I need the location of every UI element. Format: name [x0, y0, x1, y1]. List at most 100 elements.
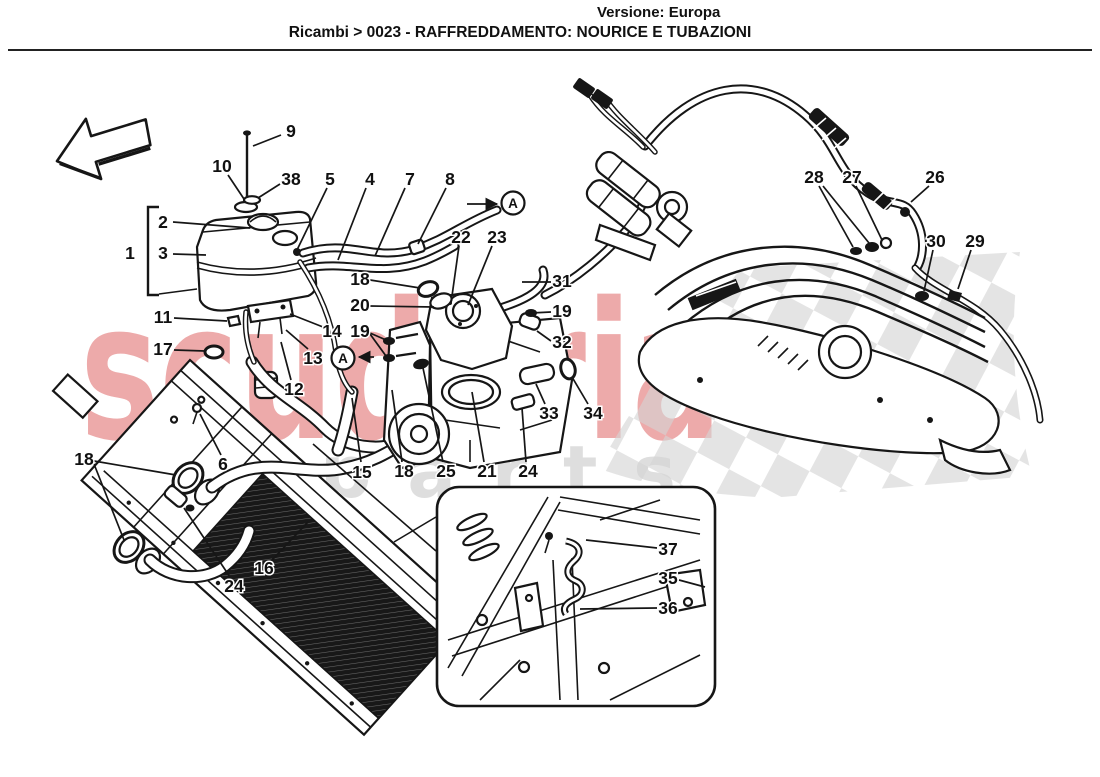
detail-marker-label: A: [338, 351, 348, 366]
detail-marker-label: A: [508, 196, 518, 211]
callout-14: 14: [322, 321, 342, 341]
leader-line: [93, 463, 125, 541]
page-version: Versione: Europa: [597, 4, 721, 21]
callout-9: 9: [286, 121, 296, 141]
leader-line: [678, 579, 706, 588]
callout-3: 3: [158, 243, 168, 263]
callout-21: 21: [477, 461, 497, 481]
leader-line: [923, 249, 934, 292]
callout-4: 4: [365, 169, 375, 189]
detail-marker-circle: [500, 190, 526, 216]
callout-19: 19: [350, 321, 370, 341]
callout-26: 26: [925, 167, 945, 187]
radiator-drawing: [51, 358, 474, 737]
callout-28: 28: [804, 167, 824, 187]
callout-5: 5: [325, 169, 335, 189]
leader-line: [535, 383, 546, 405]
expansion-tank-drawing: [195, 130, 318, 400]
callout-25: 25: [436, 461, 456, 481]
leader-line: [471, 391, 485, 463]
callout-22: 22: [451, 227, 471, 247]
callout-1: 1: [125, 243, 135, 263]
detail-marker-circle: [330, 345, 356, 371]
callout-15: 15: [352, 462, 372, 482]
leader-line: [296, 187, 328, 251]
callout-17: 17: [153, 339, 172, 359]
callout-6: 6: [218, 454, 228, 474]
leader-line: [172, 221, 251, 229]
callout-34: 34: [583, 403, 603, 423]
detail-markers-layer: AA: [330, 190, 526, 371]
leader-line: [289, 313, 324, 328]
callout-35: 35: [658, 568, 678, 588]
callout-18: 18: [350, 269, 370, 289]
leader-line: [285, 329, 309, 350]
leader-line: [422, 367, 444, 463]
leader-line: [369, 332, 387, 341]
callout-18: 18: [74, 449, 94, 469]
leader-line: [530, 311, 552, 314]
group-bracket-1: [146, 205, 198, 297]
leader-line: [467, 245, 493, 306]
leader-line: [957, 249, 972, 290]
leader-line: [536, 330, 552, 342]
callout-38: 38: [281, 169, 301, 189]
leader-line: [571, 376, 589, 405]
leader-line: [280, 341, 292, 381]
leader-line: [257, 183, 281, 199]
callout-2: 2: [158, 212, 168, 232]
callout-24: 24: [224, 576, 244, 596]
callout-11: 11: [154, 307, 173, 327]
callout-27: 27: [842, 167, 861, 187]
callout-29: 29: [965, 231, 985, 251]
callout-24: 24: [518, 461, 538, 481]
callout-16: 16: [254, 558, 274, 578]
leader-line: [173, 317, 228, 322]
callout-12: 12: [284, 379, 304, 399]
leader-line: [374, 187, 406, 257]
leader-line: [521, 407, 527, 463]
callout-32: 32: [552, 332, 572, 352]
callout-7: 7: [405, 169, 415, 189]
leader-line: [369, 305, 435, 308]
callout-13: 13: [303, 348, 323, 368]
leader-line: [199, 413, 222, 456]
leader-line: [822, 185, 870, 244]
callout-30: 30: [926, 231, 946, 251]
callout-23: 23: [487, 227, 507, 247]
leader-line: [579, 607, 658, 610]
leader-line: [93, 460, 177, 476]
leader-line: [451, 245, 460, 297]
leader-line: [910, 185, 930, 203]
leader-line: [855, 185, 883, 241]
callout-33: 33: [539, 403, 559, 423]
leader-line: [351, 397, 362, 463]
leader-line: [391, 389, 403, 463]
inset-detail-box: [312, 443, 717, 708]
direction-arrow-icon: [55, 117, 152, 181]
leader-line: [227, 174, 245, 200]
callout-10: 10: [212, 156, 232, 176]
engine-drawing: [382, 280, 577, 470]
chassis-frame-drawing: [447, 496, 707, 701]
leader-line: [818, 185, 854, 248]
callout-36: 36: [658, 598, 678, 618]
leader-line: [585, 539, 658, 549]
leader-line: [183, 507, 231, 578]
leader-line: [369, 333, 387, 357]
manifold-drawing: [637, 236, 1012, 475]
solenoid-valves-drawing: [573, 78, 693, 262]
temp-sensor-part: [163, 484, 195, 512]
leader-line: [172, 253, 207, 256]
leader-line: [337, 187, 367, 261]
callout-37: 37: [658, 539, 677, 559]
callout-8: 8: [445, 169, 455, 189]
breadcrumb: Ricambi > 0023 - RAFFREDDAMENTO: NOURICE…: [288, 24, 752, 41]
callout-18: 18: [394, 461, 414, 481]
leader-line: [271, 521, 309, 561]
leader-line: [173, 349, 206, 352]
callout-19: 19: [552, 301, 572, 321]
